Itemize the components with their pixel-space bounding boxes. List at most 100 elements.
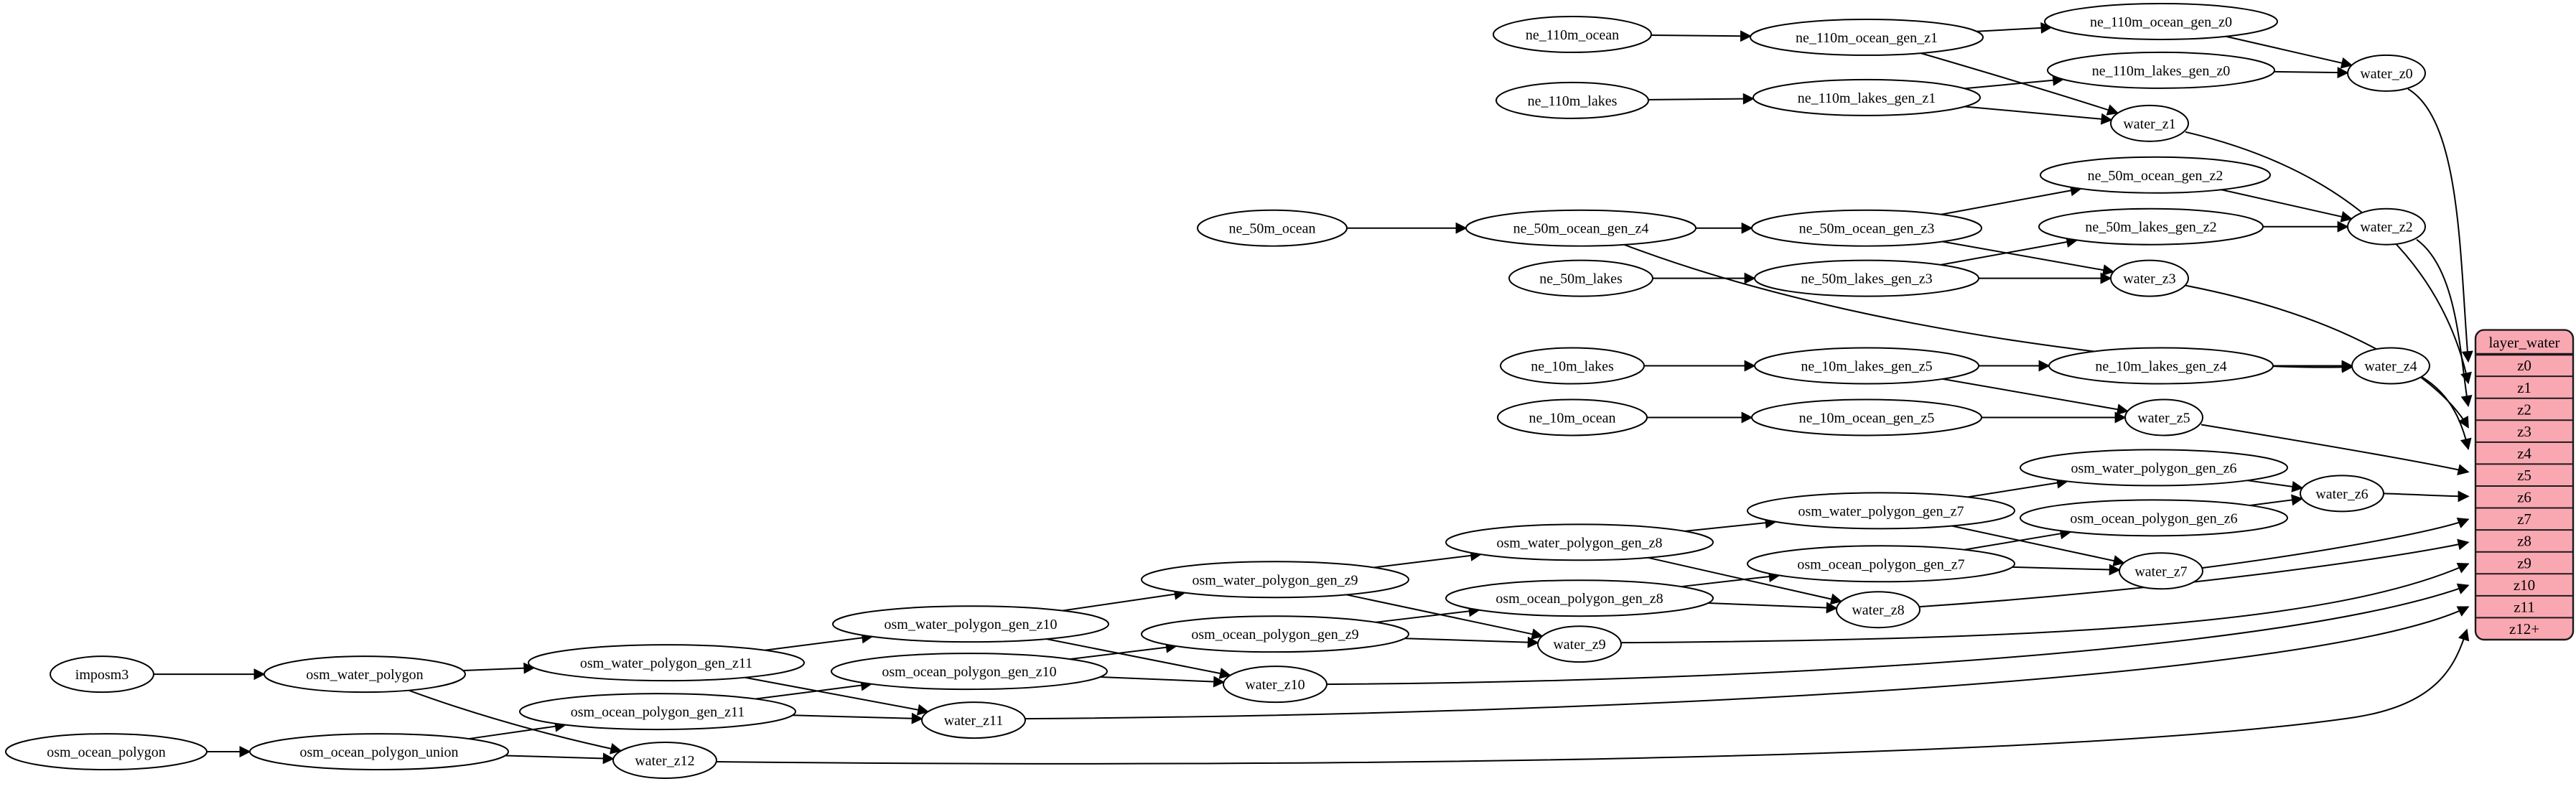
node-water_z9: water_z9	[1537, 625, 1622, 663]
node-shape-osm_water_polygon_gen_z8	[1445, 523, 1714, 561]
node-shape-water_z0	[2347, 54, 2426, 92]
edge-osm_ocean_polygon_gen_z11-to-water_z11	[792, 712, 923, 724]
node-shape-ne_110m_ocean	[1493, 15, 1652, 53]
node-label-water_z0: water_z0	[2360, 66, 2412, 82]
node-imposm3: imposm3	[50, 655, 154, 694]
edge-osm_ocean_polygon_gen_z10-to-osm_ocean_polygon_gen_z9	[1069, 641, 1177, 660]
node-shape-osm_ocean_polygon	[5, 733, 207, 771]
node-label-ne_50m_ocean: ne_50m_ocean	[1228, 221, 1315, 237]
edge-osm_water_polygon_gen_z10-to-water_z10	[1046, 638, 1231, 679]
node-shape-ne_110m_ocean_gen_z0	[2044, 2, 2278, 40]
node-label-water_z11: water_z11	[944, 713, 1004, 729]
node-shape-ne_10m_lakes_gen_z5	[1754, 347, 1979, 385]
node-shape-ne_50m_lakes_gen_z3	[1754, 259, 1979, 297]
edge-osm_ocean_polygon_gen_z7-to-water_z7	[2012, 564, 2121, 576]
node-ne_110m_lakes: ne_110m_lakes	[1495, 81, 1649, 119]
node-label-osm_ocean_polygon_gen_z6: osm_ocean_polygon_gen_z6	[2070, 510, 2237, 526]
node-shape-ne_50m_lakes	[1508, 259, 1653, 297]
table-row-label-z2: z2	[2517, 401, 2531, 418]
node-label-osm_water_polygon_gen_z6: osm_water_polygon_gen_z6	[2071, 460, 2237, 476]
node-ne_110m_ocean: ne_110m_ocean	[1493, 15, 1652, 53]
node-water_z5: water_z5	[2124, 398, 2203, 436]
node-label-ne_10m_ocean_gen_z5: ne_10m_ocean_gen_z5	[1799, 410, 1935, 426]
node-shape-ne_10m_ocean_gen_z5	[1751, 398, 1982, 436]
table-row-label-z7: z7	[2517, 510, 2531, 528]
edge-ne_110m_ocean_gen_z1-to-water_z1	[1921, 52, 2119, 116]
edge-osm_water_polygon_gen_z9-to-osm_water_polygon_gen_z8	[1373, 549, 1483, 569]
node-ne_50m_ocean_gen_z4: ne_50m_ocean_gen_z4	[1465, 209, 1697, 247]
node-shape-water_z8	[1836, 591, 1921, 629]
node-osm_water_polygon_gen_z11: osm_water_polygon_gen_z11	[528, 644, 805, 682]
node-osm_ocean_polygon_union: osm_ocean_polygon_union	[249, 733, 509, 771]
node-label-water_z8: water_z8	[1852, 602, 1904, 618]
node-label-water_z10: water_z10	[1245, 677, 1305, 693]
node-shape-water_z2	[2347, 207, 2426, 246]
node-label-ne_110m_lakes: ne_110m_lakes	[1528, 93, 1618, 109]
node-label-osm_ocean_polygon_gen_z9: osm_ocean_polygon_gen_z9	[1191, 627, 1358, 643]
node-label-water_z12: water_z12	[635, 753, 694, 769]
edge-osm_water_polygon-to-water_z12	[408, 689, 622, 755]
node-label-water_z1: water_z1	[2123, 116, 2175, 132]
node-water_z10: water_z10	[1223, 666, 1327, 704]
node-shape-osm_water_polygon	[263, 655, 466, 694]
table-row-z6: z6	[2517, 489, 2531, 506]
node-shape-water_z10	[1223, 666, 1327, 704]
table-row-label-z9: z9	[2517, 554, 2531, 571]
node-label-osm_water_polygon_gen_z10: osm_water_polygon_gen_z10	[885, 617, 1058, 632]
node-label-osm_ocean_polygon_gen_z10: osm_ocean_polygon_gen_z10	[882, 664, 1056, 680]
edge-ne_110m_lakes_gen_z0-to-water_z0	[2274, 67, 2349, 79]
table-row-z9: z9	[2517, 554, 2531, 571]
node-ne_50m_lakes_gen_z2: ne_50m_lakes_gen_z2	[2038, 207, 2264, 246]
node-shape-osm_ocean_polygon_gen_z7	[1747, 545, 2015, 583]
node-shape-ne_110m_lakes	[1495, 81, 1649, 119]
node-ne_110m_ocean_gen_z0: ne_110m_ocean_gen_z0	[2044, 2, 2278, 40]
node-shape-osm_water_polygon_gen_z7	[1747, 492, 2015, 530]
edge-osm_ocean_polygon_union-to-water_z12	[505, 752, 615, 765]
node-ne_50m_ocean_gen_z2: ne_50m_ocean_gen_z2	[2040, 156, 2271, 194]
node-osm_ocean_polygon_gen_z9: osm_ocean_polygon_gen_z9	[1141, 615, 1409, 653]
edge-osm_ocean_polygon_union-to-osm_ocean_polygon_gen_z11	[468, 720, 566, 740]
edge-ne_50m_ocean_gen_z2-to-water_z2	[2221, 189, 2353, 223]
edge-water_z6-to-row-z6	[2383, 490, 2470, 503]
node-shape-ne_110m_lakes_gen_z1	[1753, 78, 1981, 116]
node-shape-ne_50m_ocean	[1197, 209, 1348, 247]
node-label-osm_water_polygon: osm_water_polygon	[306, 667, 423, 683]
node-ne_110m_lakes_gen_z1: ne_110m_lakes_gen_z1	[1753, 78, 1981, 116]
table-row-z8: z8	[2517, 533, 2531, 550]
node-label-ne_50m_ocean_gen_z2: ne_50m_ocean_gen_z2	[2088, 168, 2223, 184]
node-label-osm_ocean_polygon_gen_z11: osm_ocean_polygon_gen_z11	[571, 704, 745, 720]
node-label-water_z7: water_z7	[2134, 564, 2187, 579]
nodes-layer: imposm3 osm_water_polygon osm_ocean_polygo…	[5, 2, 2575, 780]
node-water_z7: water_z7	[2119, 552, 2203, 590]
edge-ne_10m_lakes_gen_z5-to-water_z5	[1942, 378, 2129, 416]
node-ne_50m_lakes_gen_z3: ne_50m_lakes_gen_z3	[1754, 259, 1979, 297]
edge-osm_ocean_polygon_gen_z9-to-water_z9	[1404, 636, 1539, 648]
table-row-label-z4: z4	[2517, 444, 2531, 462]
node-osm_ocean_polygon_gen_z10: osm_ocean_polygon_gen_z10	[831, 653, 1108, 691]
node-osm_ocean_polygon_gen_z8: osm_ocean_polygon_gen_z8	[1445, 579, 1714, 617]
node-shape-osm_water_polygon_gen_z6	[2020, 449, 2288, 487]
node-osm_water_polygon_gen_z9: osm_water_polygon_gen_z9	[1141, 561, 1409, 599]
edge-osm_ocean_polygon_gen_z10-to-water_z10	[1100, 676, 1226, 688]
node-shape-water_z5	[2124, 398, 2203, 436]
node-shape-ne_50m_ocean_gen_z2	[2040, 156, 2271, 194]
node-label-ne_110m_ocean_gen_z1: ne_110m_ocean_gen_z1	[1796, 30, 1938, 46]
node-label-water_z6: water_z6	[2315, 486, 2368, 502]
node-label-imposm3: imposm3	[75, 667, 129, 683]
table-row-z11: z11	[2514, 598, 2535, 615]
node-water_z2: water_z2	[2347, 207, 2426, 246]
node-label-osm_water_polygon_gen_z7: osm_water_polygon_gen_z7	[1798, 503, 1964, 519]
layer-water-table-body	[2474, 329, 2575, 641]
node-ne_10m_ocean_gen_z5: ne_10m_ocean_gen_z5	[1751, 398, 1982, 436]
edge-osm_water_polygon_gen_z7-to-water_z7	[1951, 525, 2125, 566]
node-label-ne_50m_ocean_gen_z3: ne_50m_ocean_gen_z3	[1799, 221, 1935, 237]
node-osm_water_polygon_gen_z6: osm_water_polygon_gen_z6	[2020, 449, 2288, 487]
node-water_z12: water_z12	[612, 742, 717, 780]
node-osm_water_polygon_gen_z8: osm_water_polygon_gen_z8	[1445, 523, 1714, 561]
table-row-z12+: z12+	[2509, 620, 2539, 638]
node-label-water_z5: water_z5	[2137, 410, 2190, 426]
node-shape-osm_water_polygon_gen_z11	[528, 644, 805, 682]
node-label-water_z9: water_z9	[1553, 637, 1605, 653]
